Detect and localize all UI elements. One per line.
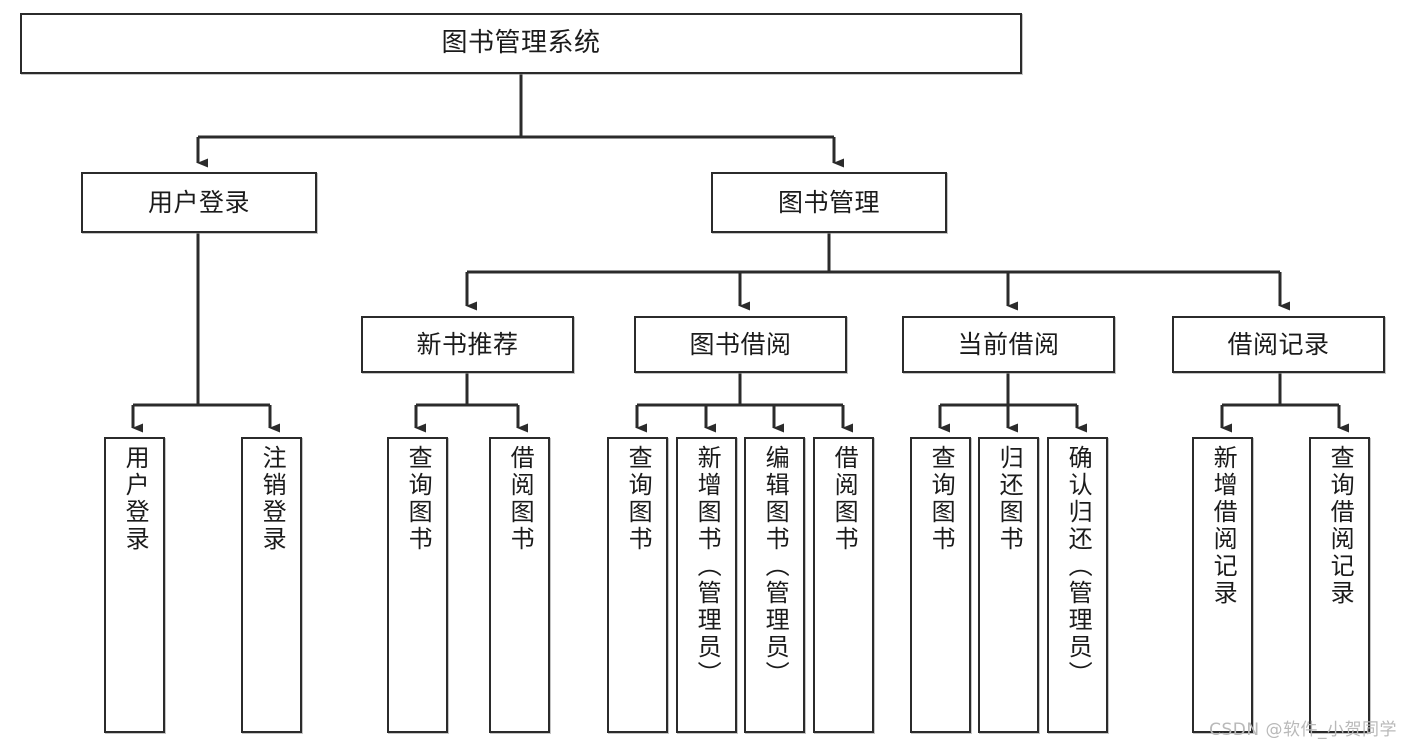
leaf-bb-edit-book-label: 编辑图书（管理员） — [761, 445, 790, 688]
leaf-logout[interactable]: 注销登录 — [241, 437, 302, 733]
leaf-cb-confirm-return-label: 确认归还（管理员） — [1064, 445, 1093, 688]
leaf-logout-label: 注销登录 — [258, 445, 287, 553]
node-new-book-recommend[interactable]: 新书推荐 — [361, 316, 574, 373]
node-book-borrow-label: 图书借阅 — [689, 329, 792, 359]
leaf-nb-query-book[interactable]: 查询图书 — [387, 437, 448, 733]
leaf-bb-edit-book[interactable]: 编辑图书（管理员） — [744, 437, 805, 733]
watermark: CSDN @软件_小贺同学 — [1209, 720, 1397, 740]
node-borrow-record[interactable]: 借阅记录 — [1172, 316, 1385, 373]
node-book-manage-label: 图书管理 — [777, 187, 880, 217]
leaf-cb-query-book[interactable]: 查询图书 — [910, 437, 971, 733]
leaf-cb-return-book[interactable]: 归还图书 — [978, 437, 1039, 733]
leaf-nb-borrow-book[interactable]: 借阅图书 — [489, 437, 550, 733]
leaf-cb-confirm-return[interactable]: 确认归还（管理员） — [1047, 437, 1108, 733]
leaf-bb-borrow-book-label: 借阅图书 — [830, 445, 859, 553]
node-new-book-recommend-label: 新书推荐 — [416, 329, 519, 359]
leaf-cb-return-book-label: 归还图书 — [995, 445, 1024, 553]
node-book-manage[interactable]: 图书管理 — [711, 172, 947, 233]
leaf-br-query-record[interactable]: 查询借阅记录 — [1309, 437, 1370, 733]
node-root[interactable]: 图书管理系统 — [20, 13, 1022, 74]
leaf-br-add-record[interactable]: 新增借阅记录 — [1192, 437, 1253, 733]
node-book-borrow[interactable]: 图书借阅 — [634, 316, 847, 373]
node-user-login-label: 用户登录 — [147, 187, 250, 217]
leaf-bb-query-book-label: 查询图书 — [624, 445, 653, 553]
leaf-nb-query-book-label: 查询图书 — [404, 445, 433, 553]
leaf-bb-borrow-book[interactable]: 借阅图书 — [813, 437, 874, 733]
leaf-nb-borrow-book-label: 借阅图书 — [506, 445, 535, 553]
node-user-login[interactable]: 用户登录 — [81, 172, 317, 233]
node-borrow-record-label: 借阅记录 — [1227, 329, 1330, 359]
node-current-borrow[interactable]: 当前借阅 — [902, 316, 1115, 373]
leaf-br-query-record-label: 查询借阅记录 — [1326, 445, 1355, 607]
leaf-cb-query-book-label: 查询图书 — [927, 445, 956, 553]
leaf-bb-add-book-label: 新增图书（管理员） — [693, 445, 722, 688]
leaf-bb-add-book[interactable]: 新增图书（管理员） — [676, 437, 737, 733]
leaf-user-login-label: 用户登录 — [121, 445, 150, 553]
node-current-borrow-label: 当前借阅 — [957, 329, 1060, 359]
leaf-user-login[interactable]: 用户登录 — [104, 437, 165, 733]
node-root-label: 图书管理系统 — [441, 28, 601, 59]
leaf-bb-query-book[interactable]: 查询图书 — [607, 437, 668, 733]
leaf-br-add-record-label: 新增借阅记录 — [1209, 445, 1238, 607]
